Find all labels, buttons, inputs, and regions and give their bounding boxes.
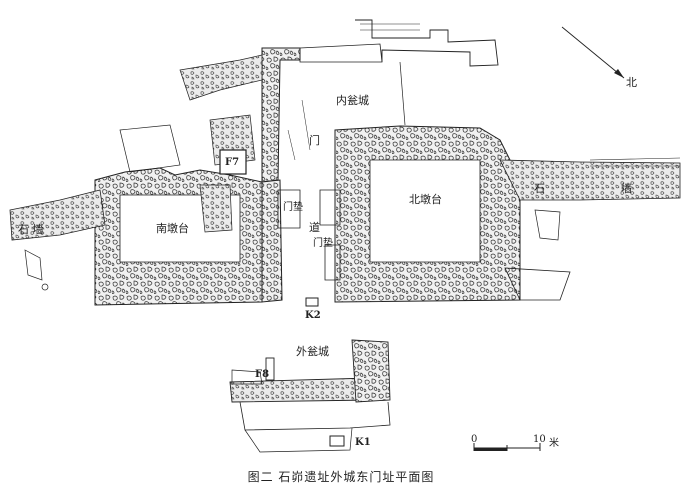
stone-wall-east: [499, 157, 681, 241]
room-f8-label: F8: [255, 369, 270, 380]
gate-pier-left-label: 门垫: [283, 202, 303, 213]
road-label: 道: [309, 221, 320, 234]
stone-wall-right-label-a: 石: [534, 182, 545, 195]
pit-k2-outline: [305, 297, 319, 307]
gate-label: 门: [309, 134, 320, 147]
inner-wengcheng-label: 内瓮城: [336, 94, 369, 107]
figure-caption: 图二 石峁遗址外城东门址平面图: [247, 470, 435, 484]
north-arrow-label: 北: [626, 76, 637, 89]
gate-pier-right-label: 门垫: [313, 238, 333, 249]
room-f7-label: F7: [225, 157, 240, 168]
outer-wengcheng-walls: [229, 339, 391, 453]
stone-wall-west: [9, 189, 106, 291]
scale-zero-label: 0: [471, 434, 478, 445]
south-platform-label: 南墩台: [156, 222, 189, 235]
pit-k1-label: K1: [355, 437, 371, 448]
stone-wall-left-label: 石 墙: [18, 223, 44, 236]
north-platform-label: 北墩台: [409, 193, 442, 206]
inner-wengcheng-walls: [261, 19, 499, 303]
stone-wall-right-label-b: 墙: [621, 182, 632, 195]
north-platform-structure: [277, 125, 571, 303]
scale-ten-label: 10: [533, 434, 546, 445]
north-arrow: [561, 26, 625, 79]
pit-k2-label: K2: [305, 310, 321, 321]
south-platform-structure: [94, 54, 263, 306]
outer-wengcheng-label: 外瓮城: [296, 345, 329, 358]
scale-unit-label: 米: [549, 438, 559, 449]
scale-bar: [473, 443, 541, 451]
